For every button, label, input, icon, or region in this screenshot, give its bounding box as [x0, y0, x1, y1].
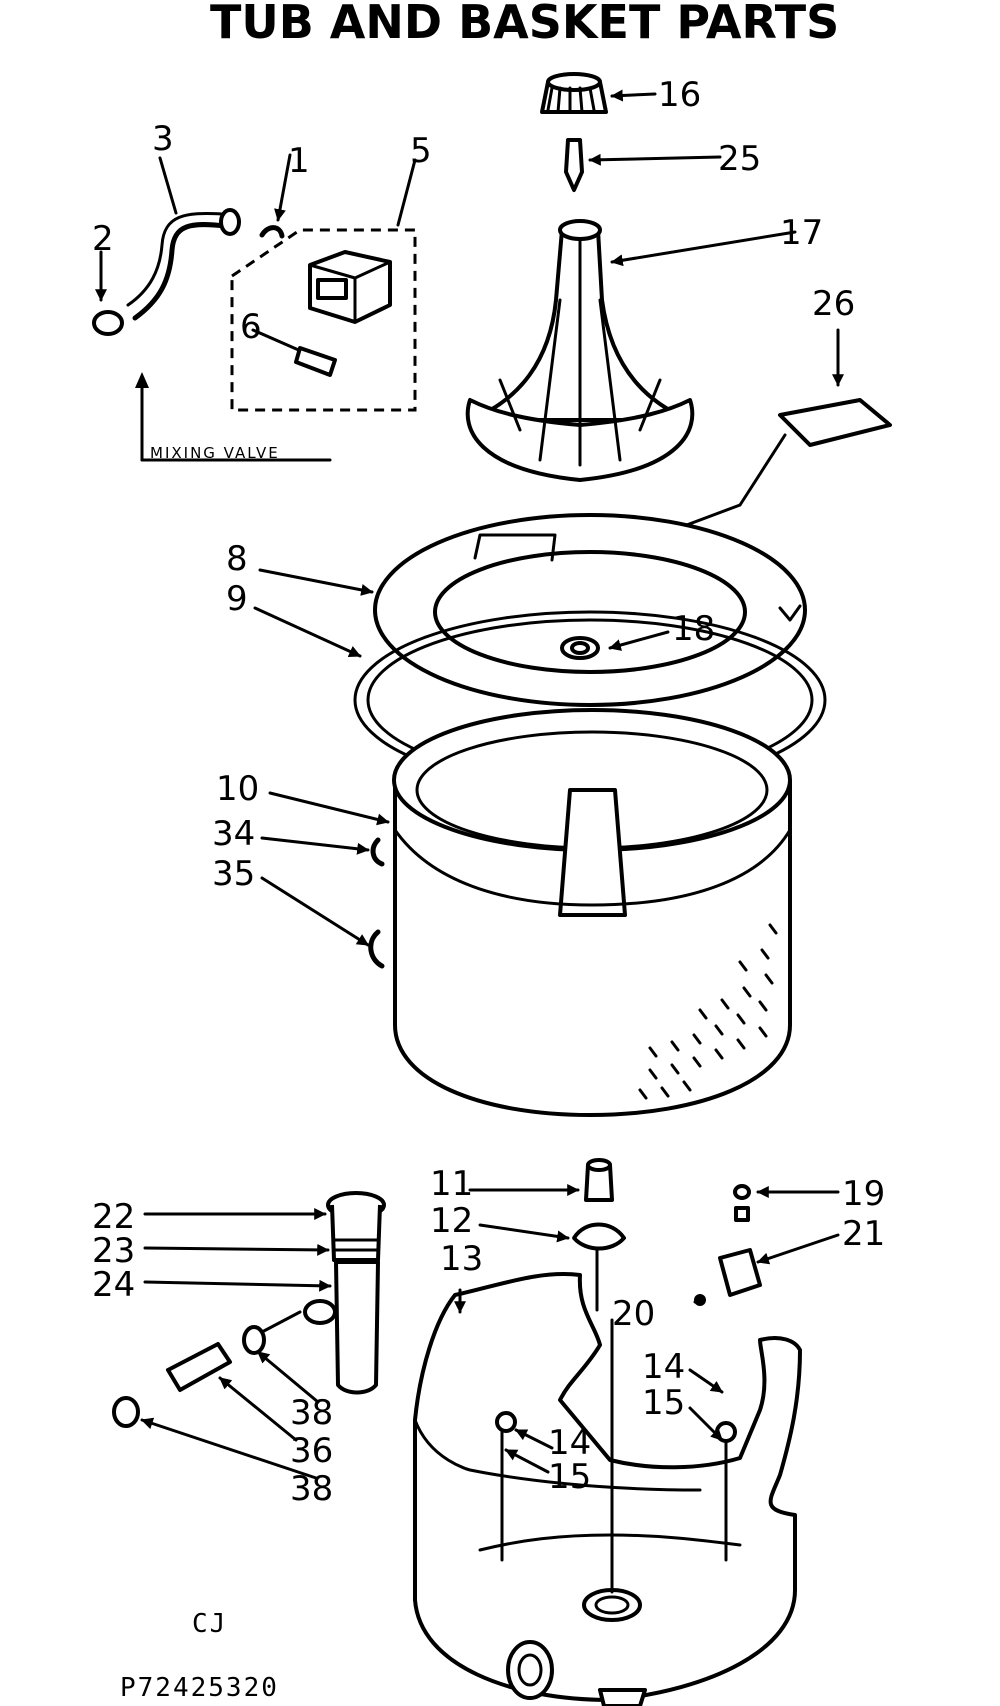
callout-1: 1 [288, 141, 310, 181]
callout-18: 18 [672, 609, 715, 649]
callout-21: 21 [842, 1214, 885, 1254]
callout-8: 8 [226, 539, 248, 579]
bracket-21 [718, 1248, 762, 1297]
callout-16: 16 [658, 75, 701, 115]
callout-12: 12 [430, 1201, 473, 1241]
seal-12 [572, 1222, 626, 1251]
footer-code: CJ [192, 1609, 227, 1639]
valve-dashed-outline [230, 228, 417, 412]
tub-ring-8 [373, 513, 807, 707]
callout-19: 19 [842, 1174, 885, 1214]
footer-part-number: P72425320 [120, 1673, 279, 1703]
callout-13: 13 [440, 1239, 483, 1279]
clip-1 [259, 225, 285, 239]
callout-20: 20 [612, 1294, 655, 1334]
callout-15-left: 15 [548, 1457, 591, 1497]
callout-14-right: 14 [642, 1347, 685, 1387]
callout-38-upper: 38 [290, 1393, 333, 1433]
tub-cover-26 [658, 398, 892, 537]
callout-24: 24 [92, 1265, 135, 1305]
callout-36: 36 [290, 1431, 333, 1471]
agitator-assembly [465, 72, 695, 482]
clamp-38a [242, 1325, 266, 1355]
callout-10: 10 [216, 769, 259, 809]
washer-19 [733, 1184, 751, 1200]
mixing-valve-group: MIXING VALVE [92, 153, 417, 462]
tube-24 [334, 1260, 380, 1395]
clip-34 [370, 837, 385, 867]
basket-holes [638, 923, 778, 1100]
callout-35: 35 [212, 854, 255, 894]
hose-3 [132, 222, 228, 321]
callout-17: 17 [780, 213, 823, 253]
basket-10 [392, 708, 792, 1117]
hose-36 [166, 1342, 232, 1392]
leader-lines [140, 89, 844, 1480]
callout-22: 22 [92, 1197, 135, 1237]
hose-end [219, 208, 241, 236]
agitator-bolt-25 [564, 138, 584, 192]
callout-6: 6 [240, 307, 262, 347]
callout-11: 11 [430, 1164, 473, 1204]
callout-5: 5 [410, 131, 432, 171]
clamp-2 [92, 310, 124, 336]
outer-tub-13 [413, 1272, 802, 1706]
callout-25: 25 [718, 139, 761, 179]
callout-38-lower: 38 [290, 1469, 333, 1509]
diagram-title: TUB AND BASKET PARTS [210, 0, 839, 49]
clamp-38b [112, 1396, 140, 1428]
solenoid-5 [308, 250, 392, 324]
callout-26: 26 [812, 284, 855, 324]
callout-2: 2 [92, 219, 114, 259]
callout-3: 3 [152, 119, 174, 159]
callout-14-left: 14 [548, 1423, 591, 1463]
callout-9: 9 [226, 579, 248, 619]
callout-labels: 1 2 3 5 6 8 9 10 11 12 13 14 15 14 15 16… [92, 75, 885, 1509]
callout-34: 34 [212, 814, 255, 854]
spring-23 [332, 1238, 380, 1252]
callout-15-right: 15 [642, 1383, 685, 1423]
lower-hub-parts [572, 1158, 762, 1312]
callout-23: 23 [92, 1231, 135, 1271]
clip-35 [368, 929, 385, 969]
mixing-valve-label: MIXING VALVE [150, 444, 280, 462]
drain-assembly [112, 1191, 386, 1428]
